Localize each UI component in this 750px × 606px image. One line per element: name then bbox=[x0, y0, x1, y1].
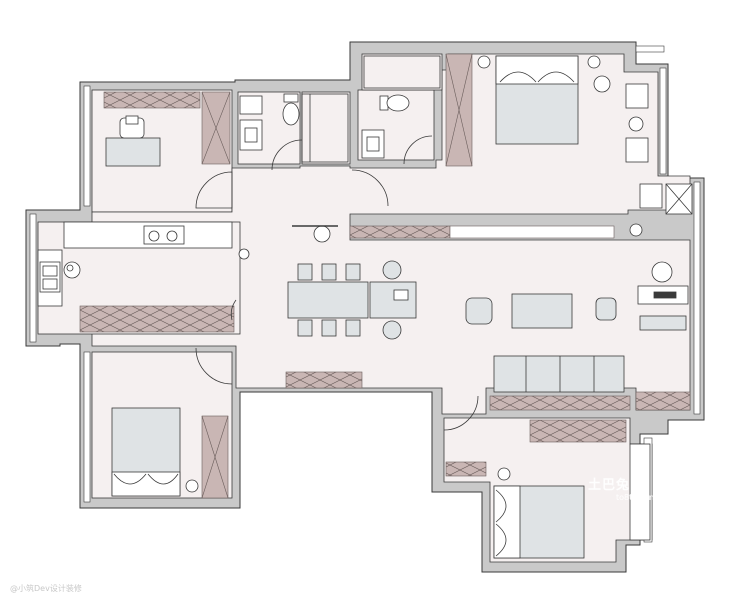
kitchen-sink-icon bbox=[39, 261, 61, 293]
armchair-icon bbox=[119, 115, 145, 139]
dining-chair-icon bbox=[297, 319, 313, 337]
door-arc-icon bbox=[271, 139, 303, 171]
study-wall-cabinet bbox=[103, 91, 201, 109]
shower-2-glass bbox=[363, 55, 441, 89]
hall-shelf bbox=[449, 225, 615, 239]
bedroom3-cabinet bbox=[445, 461, 487, 477]
bed-icon bbox=[495, 55, 579, 145]
doors bbox=[195, 135, 479, 431]
dining-chair-icon bbox=[321, 319, 337, 337]
dining-furniture bbox=[238, 225, 417, 340]
door-arc-icon bbox=[403, 135, 433, 165]
bathroom-fixtures bbox=[239, 55, 441, 163]
dining-chair-icon bbox=[345, 319, 361, 337]
coffee-table bbox=[511, 293, 573, 329]
door-arc-icon bbox=[443, 395, 479, 431]
nightstand-lamp bbox=[477, 55, 491, 69]
door-arc-icon bbox=[230, 299, 237, 321]
door-arc-icon bbox=[195, 347, 233, 385]
nightstand-lamp bbox=[497, 467, 511, 481]
toilet-icon bbox=[282, 93, 300, 126]
room-shower-2 bbox=[361, 53, 443, 91]
armchair-icon bbox=[465, 297, 493, 325]
armchair-icon bbox=[625, 83, 649, 109]
dining-chair-icon bbox=[345, 263, 361, 281]
sofa bbox=[493, 355, 625, 393]
side-cabinet bbox=[629, 443, 651, 541]
bench bbox=[639, 315, 687, 331]
bed-icon bbox=[493, 485, 585, 559]
room-shower-1 bbox=[301, 91, 351, 165]
shoe-cabinet bbox=[285, 371, 363, 389]
toilet-icon bbox=[379, 94, 410, 112]
nightstand-lamp bbox=[185, 479, 199, 493]
kitchen-lower-cabinet bbox=[79, 305, 235, 333]
living-furniture bbox=[465, 183, 693, 393]
island bbox=[369, 281, 417, 319]
hall-cabinet bbox=[349, 225, 451, 239]
watermark-bottom: @小筑Dev设计装修 bbox=[10, 584, 82, 593]
armchair-icon bbox=[625, 137, 649, 163]
cabinets bbox=[79, 53, 691, 499]
plant-icon bbox=[593, 75, 611, 93]
kitchen-counters bbox=[37, 221, 233, 307]
desk bbox=[105, 137, 161, 167]
dining-chair-icon bbox=[297, 263, 313, 281]
side-table bbox=[628, 116, 644, 132]
study-furniture bbox=[105, 115, 161, 167]
door-arc-icon bbox=[195, 171, 233, 209]
armchair-icon bbox=[651, 261, 673, 283]
utility-corner bbox=[629, 183, 693, 237]
bedroom-2-furniture bbox=[111, 407, 199, 497]
dining-chair-icon bbox=[321, 263, 337, 281]
stool bbox=[382, 320, 402, 340]
living-side-cabinet bbox=[635, 391, 691, 411]
stool bbox=[382, 260, 402, 280]
plant-icon bbox=[313, 225, 331, 243]
watermark-logo: 土巴兔 bbox=[588, 478, 631, 493]
plant-icon bbox=[63, 261, 81, 279]
bedroom-3-furniture bbox=[493, 443, 651, 559]
sink-icon bbox=[361, 129, 385, 159]
tv-cabinet bbox=[489, 395, 631, 411]
door-arc-icon bbox=[351, 169, 389, 207]
sink-icon bbox=[239, 119, 263, 151]
ottoman bbox=[595, 297, 617, 321]
mirror bbox=[239, 95, 263, 115]
plant-icon bbox=[238, 248, 250, 260]
watermark-site: to8to.com bbox=[616, 493, 657, 502]
bed-icon bbox=[111, 407, 181, 497]
bedroom3-wardrobe bbox=[529, 419, 627, 443]
stove-icon bbox=[143, 225, 185, 245]
dining-table bbox=[287, 281, 369, 319]
nightstand-lamp bbox=[587, 55, 601, 69]
shower-glass bbox=[301, 93, 349, 163]
master-bedroom-furniture bbox=[477, 55, 649, 163]
